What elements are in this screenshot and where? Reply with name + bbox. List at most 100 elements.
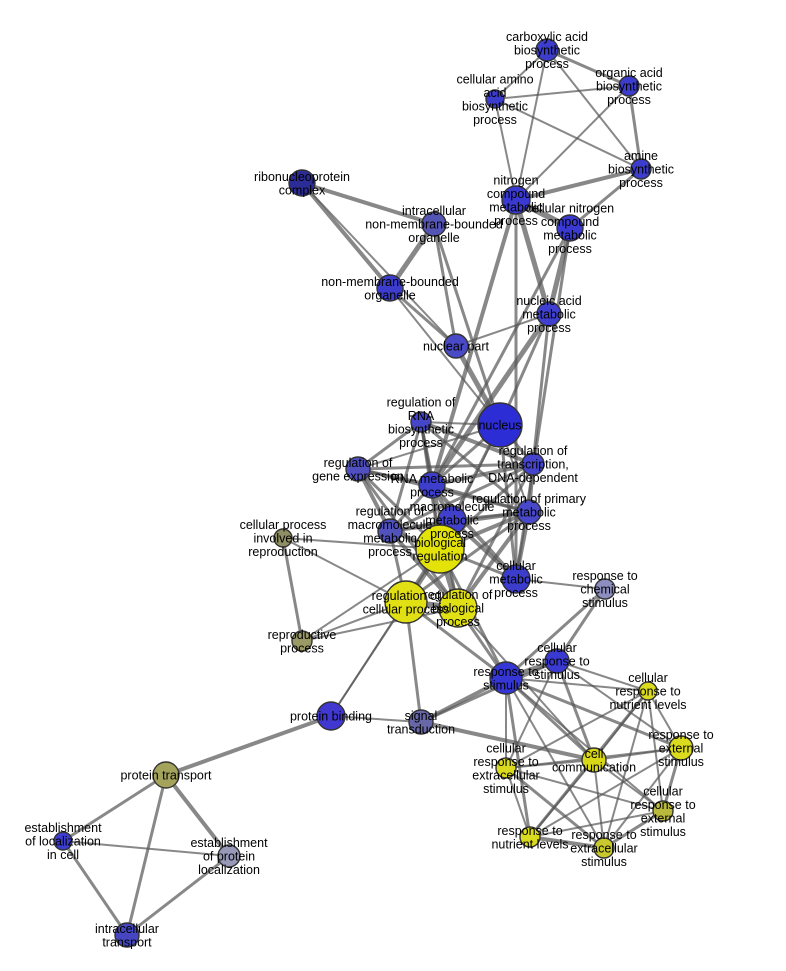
edge-crs-cres [505,660,558,769]
edge-inmbo-nuc [432,223,502,426]
edge-rtd-rmm [389,462,534,533]
node-cc[interactable] [581,747,607,773]
edge-cab-oab [546,48,630,88]
node-rnam[interactable] [418,471,446,499]
node-crnl[interactable] [638,681,658,701]
edge-cncm-rnam [430,227,572,486]
edge-rrb-rmm [388,421,423,532]
node-rtd[interactable] [521,452,545,476]
edge-cab-ab [546,49,642,170]
edge-ncm-nam [513,199,552,315]
edge-rnp-np [301,182,457,347]
node-elc[interactable] [53,831,73,851]
node-rexs[interactable] [593,837,615,859]
node-oab[interactable] [618,75,640,97]
node-ncm[interactable] [501,185,531,215]
node-rcp[interactable] [384,580,428,624]
edge-rbp-cc [457,607,595,761]
edge-rtd-rge [357,462,534,471]
node-crs[interactable] [544,648,570,674]
edge-caab-oab [494,85,630,100]
node-np[interactable] [443,333,469,359]
node-nmbo[interactable] [376,274,404,302]
node-it[interactable] [114,922,140,948]
node-rmm[interactable] [377,518,403,544]
node-nam[interactable] [536,301,562,327]
edge-cmp-rcs [515,578,606,590]
edge-cpir-br [282,537,441,550]
edge-rnp-inmbo [301,181,435,226]
edge-crnl-cc [593,690,649,761]
edge-pt-epl [164,773,231,858]
edge-elc-epl [62,840,230,857]
edge-cab-ncm [515,49,548,201]
node-cab[interactable] [535,38,559,62]
edge-rrb-rtd [420,420,534,466]
node-rnp[interactable] [288,169,316,197]
edge-rs-res [505,676,682,750]
node-rs[interactable] [489,661,523,695]
node-pt[interactable] [152,761,180,789]
node-cres[interactable] [495,757,517,779]
node-inmbo[interactable] [421,211,447,237]
node-caab[interactable] [485,89,505,109]
edge-cres-crexs [505,767,664,812]
edge-inmbo-np [432,223,458,347]
node-br[interactable] [415,524,465,574]
node-label-nuc: nucleus [478,419,521,433]
edge-caab-ab [494,98,642,170]
edge-nam-rnam [429,312,552,487]
node-rnl[interactable] [519,826,541,848]
node-rrb[interactable] [410,411,432,433]
node-rge[interactable] [345,456,371,482]
edge-crs-res [556,660,682,749]
node-ab[interactable] [630,158,652,180]
node-rbp[interactable] [438,588,478,628]
node-pb[interactable] [316,701,346,731]
edge-rnl-rexs [529,835,605,850]
edge-nmbo-np [389,286,457,348]
edge-pt-it [125,774,168,936]
node-cncm[interactable] [556,214,584,242]
node-cpir[interactable] [273,528,293,548]
edge-cpir-rp [281,537,304,642]
node-rpm[interactable] [516,499,542,525]
node-epl[interactable] [217,844,241,868]
node-crexs[interactable] [652,800,674,822]
edge-epl-it [126,854,230,937]
node-st[interactable] [408,709,434,735]
edge-oab-ncm [515,85,630,201]
edge-rnam-rpm [431,483,530,514]
node-cmp[interactable] [501,564,531,594]
node-rcs[interactable] [594,578,616,600]
edge-rcs-crs [555,588,607,662]
node-nuc[interactable] [477,402,523,448]
edge-cab-caab [494,49,548,100]
edge-ab-ncm [515,167,642,202]
edge-rpm-rcp [405,510,530,604]
edge-pt-elc [62,773,167,843]
node-res[interactable] [668,735,694,761]
edge-crs-cc [555,660,596,761]
node-rp[interactable] [291,630,313,652]
edge-nam-np [455,313,550,347]
